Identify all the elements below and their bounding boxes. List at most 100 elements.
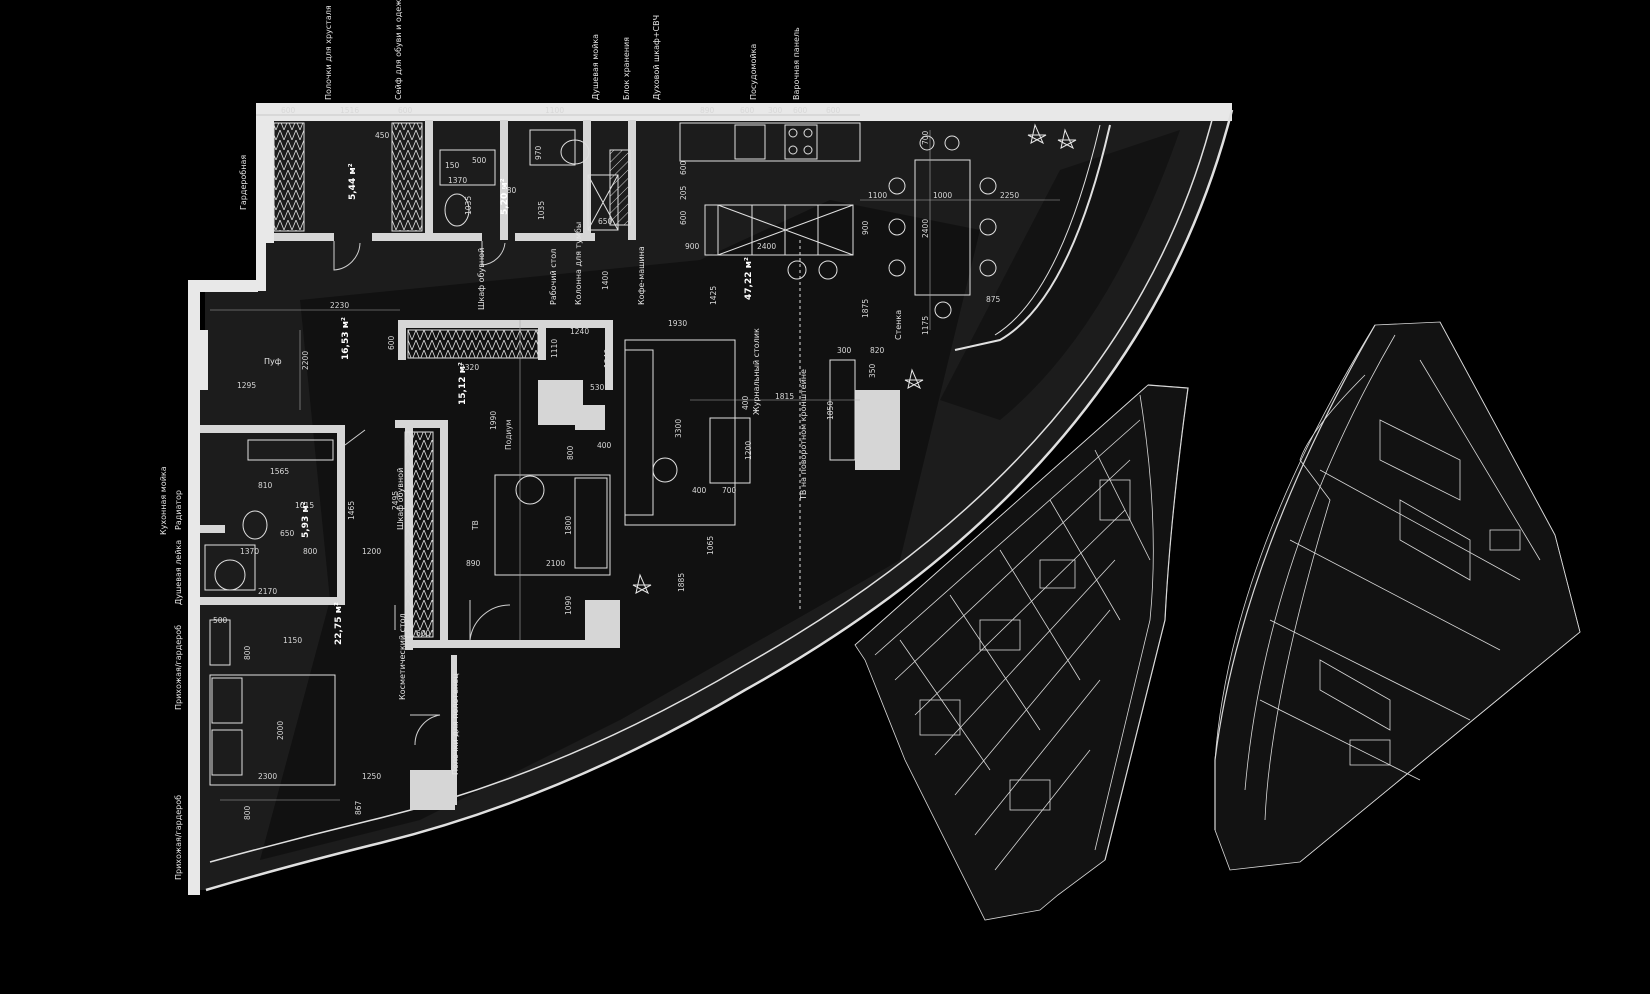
callout-label: Радиатор <box>174 490 183 530</box>
dim-label: 1516 <box>340 106 360 115</box>
dim-label: 2000 <box>276 720 285 740</box>
dim-label: 150 <box>445 161 460 170</box>
dim-label: 1815 <box>775 392 795 401</box>
dim-label: 205 <box>679 185 688 200</box>
isometric-view-left <box>854 384 1189 921</box>
kitchen-counter <box>679 122 861 256</box>
callout-label: Сейф для обуви и одежды 1240х300х2250мм <box>394 0 403 100</box>
dim-label: 1200 <box>744 440 753 460</box>
dim-label: 300 <box>837 346 852 355</box>
callout-label: Гардеробная <box>239 154 248 210</box>
dim-label: 450 <box>375 131 390 140</box>
dim-label: 970 <box>534 145 543 160</box>
curved-facade <box>205 109 1234 892</box>
dim-label: 2250 <box>1000 191 1020 200</box>
dim-label: 400 <box>597 441 612 450</box>
callout-label: Духовой шкаф+СВЧ <box>652 14 661 100</box>
dim-label: 900 <box>685 242 700 251</box>
dim-label: 600 <box>416 629 431 638</box>
callout-label: Полочки для хрусталя <box>324 5 333 100</box>
area-label-bedroom-2: 22,75 м² <box>334 602 344 645</box>
dim-label: 2100 <box>546 559 566 568</box>
dim-label: 820 <box>870 346 885 355</box>
area-label-wardrobe: 5,44 м² <box>348 163 358 200</box>
dim-label: 800 <box>243 645 252 660</box>
dim-label: 650 <box>280 529 295 538</box>
dim-label: 1090 <box>564 595 573 615</box>
callout-label: Кофе-машина <box>637 246 646 305</box>
callout-label: Пуф <box>264 357 282 366</box>
dim-label: 875 <box>986 295 1001 304</box>
dim-label: 600 <box>679 210 688 225</box>
dim-label: 2320 <box>460 363 480 372</box>
dim-label: 1400 <box>601 270 610 290</box>
bath-fixtures <box>204 129 619 666</box>
dim-label: 600 <box>387 335 396 350</box>
callout-label: Шкаф обувной <box>477 247 486 310</box>
dim-label: 650 <box>598 217 613 226</box>
dim-label: 1930 <box>668 319 688 328</box>
dim-label: 1000 <box>933 191 953 200</box>
dim-label: 800 <box>566 445 575 460</box>
callout-label: Полочки для полотенец <box>451 673 460 775</box>
beds <box>209 474 611 786</box>
isometric-view-right <box>1214 321 1581 871</box>
dim-label: 500 <box>213 616 228 625</box>
callout-label: Стенка <box>894 309 903 340</box>
callout-label: Прихожая/гардероб <box>174 794 183 880</box>
callout-label: Колонна для тумбы <box>574 221 583 305</box>
doors <box>333 241 511 746</box>
callout-label: ТВ на поворотном кронштейне <box>799 369 808 500</box>
dim-label: 900 <box>861 220 870 235</box>
dim-label: 800 <box>303 547 318 556</box>
dimension-lines <box>210 114 1060 801</box>
dim-label: 1035 <box>537 200 546 220</box>
dim-label: 600 <box>398 106 413 115</box>
dining-set <box>787 135 997 319</box>
area-label-living: 47,22 м² <box>744 257 754 300</box>
dim-label: 1565 <box>270 467 290 476</box>
plants <box>632 123 1077 595</box>
callout-label: Варочная панель <box>792 27 801 100</box>
dim-label: 700 <box>921 130 930 145</box>
callout-label: Кухонная мойка <box>159 466 168 535</box>
dim-label: 1850 <box>826 400 835 420</box>
dim-label: 350 <box>868 363 877 378</box>
callout-label: Блок хранения <box>622 37 631 100</box>
dim-label: 2400 <box>921 218 930 238</box>
dim-label: 1015 <box>295 501 315 510</box>
dim-label: 400 <box>741 395 750 410</box>
dim-label: 2200 <box>301 350 310 370</box>
dim-label: 867 <box>354 800 363 815</box>
dim-label: 600 <box>679 160 688 175</box>
floor-fill <box>190 110 1232 890</box>
dim-label: 1875 <box>861 298 870 318</box>
dim-label: 1425 <box>709 285 718 305</box>
dim-label: 1370 <box>240 547 260 556</box>
callout-label: Прихожая/гардероб <box>174 624 183 710</box>
dim-label: 1110 <box>550 338 559 358</box>
dim-label: 600 <box>281 106 296 115</box>
callout-label: Душевая лейка <box>174 539 183 605</box>
dim-label: 1800 <box>564 515 573 535</box>
podium-label: Подиум <box>504 419 513 450</box>
dim-label: 600 <box>740 106 755 115</box>
dim-label: 1175 <box>921 315 930 335</box>
dim-label: 1340 <box>603 348 612 368</box>
dim-label: 1240 <box>570 327 590 336</box>
dim-label: 1295 <box>237 381 257 390</box>
dim-label: 2400 <box>757 242 777 251</box>
dim-label: 1200 <box>362 547 382 556</box>
outer-walls <box>188 103 1232 895</box>
callout-label: Душевая мойка <box>591 33 600 100</box>
dim-label: 700 <box>722 486 737 495</box>
dim-label: 1465 <box>347 500 356 520</box>
area-label-bath-1: 5,20 м² <box>500 178 510 215</box>
dim-label: 300 <box>768 106 783 115</box>
dim-label: 280 <box>502 186 517 195</box>
dim-label: 2170 <box>258 587 278 596</box>
dim-label: 2495 <box>391 490 400 510</box>
callout-label: Рабочий стол <box>549 248 558 305</box>
dim-label: 800 <box>243 805 252 820</box>
